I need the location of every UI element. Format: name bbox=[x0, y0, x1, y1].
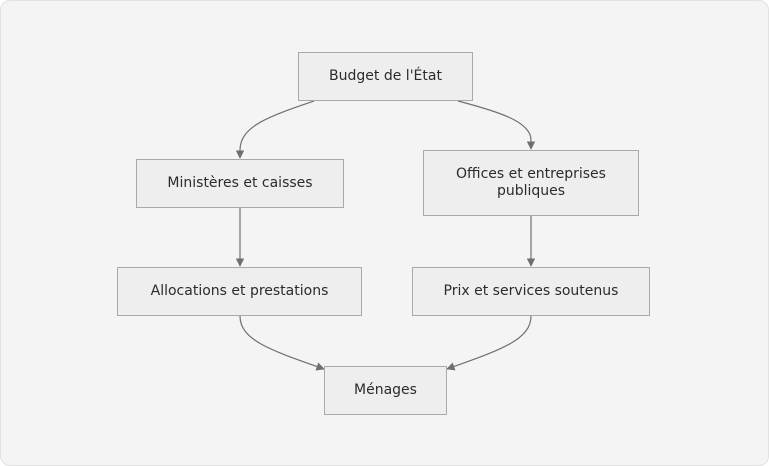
node-menages: Ménages bbox=[324, 366, 447, 415]
node-prix-services-label: Prix et services soutenus bbox=[443, 283, 619, 299]
edge-budget-to-offices bbox=[457, 100, 536, 150]
node-menages-label: Ménages bbox=[354, 382, 417, 398]
node-allocations-prestations: Allocations et prestations bbox=[117, 267, 362, 316]
node-budget-etat: Budget de l'État bbox=[298, 52, 473, 101]
node-prix-services: Prix et services soutenus bbox=[412, 267, 650, 316]
edge-budget-to-ministeres bbox=[235, 100, 315, 159]
edge-prix-to-menages bbox=[446, 315, 532, 371]
edge-allocations-to-menages bbox=[239, 315, 325, 371]
node-ministeres-caisses-label: Ministères et caisses bbox=[167, 175, 313, 191]
node-ministeres-caisses: Ministères et caisses bbox=[136, 159, 344, 208]
node-budget-etat-label: Budget de l'État bbox=[329, 68, 442, 84]
node-allocations-prestations-label: Allocations et prestations bbox=[150, 283, 329, 299]
node-offices-entreprises: Offices et entreprises publiques bbox=[423, 150, 639, 216]
node-offices-entreprises-label: Offices et entreprises publiques bbox=[456, 166, 606, 199]
